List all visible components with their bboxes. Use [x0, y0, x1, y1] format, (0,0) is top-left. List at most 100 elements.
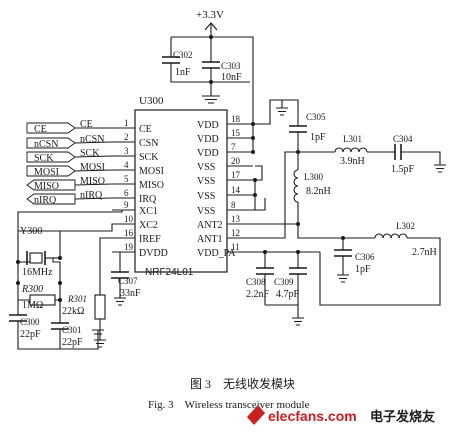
pin-name-7: VDD — [197, 148, 219, 159]
c306-value: 1pF — [355, 264, 371, 275]
pin-num-16: 16 — [124, 228, 134, 238]
r300-ref: R300 — [21, 284, 43, 295]
l300-value: 8.2nH — [306, 186, 331, 197]
l302-c306: L302 2.7nH C306 1pF — [297, 221, 441, 306]
ground-vss — [227, 165, 266, 211]
c303-value: 10nF — [221, 72, 242, 83]
y300-ref: Y300 — [20, 226, 42, 237]
pin-name-14: VSS — [197, 191, 215, 202]
pin-name-2: CSN — [139, 138, 158, 149]
pin-num-17: 17 — [231, 170, 241, 180]
port-ce-arrow — [26, 122, 76, 134]
supply-label: +3.3V — [196, 9, 224, 21]
c300-value: 22pF — [20, 329, 41, 340]
pin-num-6: 6 — [124, 188, 129, 198]
wire-label-1: nCSN — [80, 134, 104, 145]
wire-label-3: MOSI — [80, 162, 105, 173]
c301-value: 22pF — [62, 337, 83, 348]
pin-num-9: 9 — [124, 200, 129, 210]
pin-num-20: 20 — [231, 156, 241, 166]
pin-name-11: VDD_PA — [197, 248, 236, 259]
c304-value: 1.5pF — [391, 164, 415, 175]
spi-wire-3 — [74, 169, 113, 172]
caption-cn: 图 3 无线收发模块 — [190, 376, 295, 391]
vdd-pa-decoupling: C308 2.2nF C309 4.7pF — [227, 250, 320, 326]
pin-name-3: SCK — [139, 152, 159, 163]
l300-ref: L300 — [304, 172, 323, 182]
c309-ref: C309 — [274, 277, 294, 287]
caption-en: Fig. 3 Wireless transceiver module — [148, 399, 310, 411]
watermark-cn: 电子发烧友 — [370, 409, 435, 424]
pin-name-13: ANT2 — [197, 220, 223, 231]
pin-name-8: VSS — [197, 206, 215, 217]
y300-value: 16MHz — [22, 267, 53, 278]
pin-num-10: 10 — [124, 214, 134, 224]
pin-name-18: VDD — [197, 120, 219, 131]
port-sck-arrow — [26, 151, 76, 163]
r301-ref: R301 — [67, 294, 87, 304]
port-nirq-arrow — [26, 193, 76, 205]
c306-ref: C306 — [355, 252, 375, 262]
c309-value: 4.7pF — [276, 289, 300, 300]
pin-name-12: ANT1 — [197, 234, 223, 245]
pin-num-4: 4 — [124, 160, 129, 170]
port-label-0: CE — [34, 124, 47, 135]
spi-wire-5 — [74, 197, 113, 200]
pin-name-19: DVDD — [139, 248, 168, 259]
pin-num-7: 7 — [231, 142, 236, 152]
watermark-site: elecfans.com — [268, 408, 357, 424]
chip-ref: U300 — [139, 95, 164, 107]
l300-antenna-match: L300 8.2nH — [227, 151, 331, 239]
watermark-logo: elecfans.com 电子发烧友 — [247, 405, 435, 425]
pin-name-17: VSS — [197, 176, 215, 187]
pin-num-18: 18 — [231, 114, 241, 124]
crystal-network: Y300 16MHz R300 1MΩ C300 22pF C301 22pF — [9, 209, 135, 350]
iref-dvdd-network: R301 22kΩ C307 33nF — [62, 237, 141, 348]
port-miso-arrow — [26, 179, 76, 191]
decoupling-c302-c303: C302 1nF C303 10nF — [162, 37, 250, 104]
pin-name-6: IRQ — [139, 194, 157, 205]
l301-value: 3.9nH — [340, 156, 365, 167]
pin-num-11: 11 — [231, 242, 240, 252]
c304-ref: C304 — [393, 134, 413, 144]
pin-num-13: 13 — [231, 214, 241, 224]
l301-ref: L301 — [343, 134, 362, 144]
pin-name-10: XC2 — [139, 220, 158, 231]
pin-num-8: 8 — [231, 200, 236, 210]
pin-num-5: 5 — [124, 174, 129, 184]
pin-num-2: 2 — [124, 132, 129, 142]
spi-wire-1 — [74, 141, 113, 144]
wire-label-5: nIRQ — [80, 190, 103, 201]
c305-l301-c304: C305 1pF L301 3.9nH C304 1.5pF — [289, 110, 446, 175]
port-label-4: MISO — [34, 181, 59, 192]
chip-u300: U300 NRF24L01 1CE2CSN3SCK4MOSI5MISO6IRQ9… — [112, 95, 253, 278]
pin-name-4: MOSI — [139, 166, 164, 177]
r301-value: 22kΩ — [62, 306, 84, 317]
pin-name-20: VSS — [197, 162, 215, 173]
c308-ref: C308 — [246, 277, 266, 287]
c305-value: 1pF — [310, 132, 326, 143]
pin-num-1: 1 — [124, 118, 129, 128]
spi-wire-4 — [74, 183, 113, 186]
r300-value: 1MΩ — [22, 300, 43, 311]
port-ncsn-arrow — [26, 137, 76, 149]
port-label-2: SCK — [34, 153, 54, 164]
supply-rail: +3.3V — [171, 9, 255, 154]
port-mosi-arrow — [26, 165, 76, 177]
pin-name-1: CE — [139, 124, 152, 135]
pin-name-9: XC1 — [139, 206, 158, 217]
l302-value: 2.7nH — [412, 247, 437, 258]
port-label-5: nIRQ — [34, 195, 57, 206]
c302-ref: C302 — [173, 50, 193, 60]
vdd-to-antenna — [253, 99, 299, 125]
right-pins: 18VDD15VDD7VDD20VSS17VSS14VSS8VSS13ANT21… — [197, 114, 253, 259]
c307-value: 33nF — [120, 288, 141, 299]
spi-ports: CECEnCSNnCSNSCKSCKMOSIMOSIMISOMISOnIRQnI… — [26, 119, 113, 206]
port-label-1: nCSN — [34, 139, 58, 150]
wire-label-2: SCK — [80, 148, 100, 159]
c302-value: 1nF — [175, 67, 191, 78]
pin-num-14: 14 — [231, 185, 241, 195]
c307-ref: C307 — [118, 276, 138, 286]
pin-num-12: 12 — [231, 228, 240, 238]
